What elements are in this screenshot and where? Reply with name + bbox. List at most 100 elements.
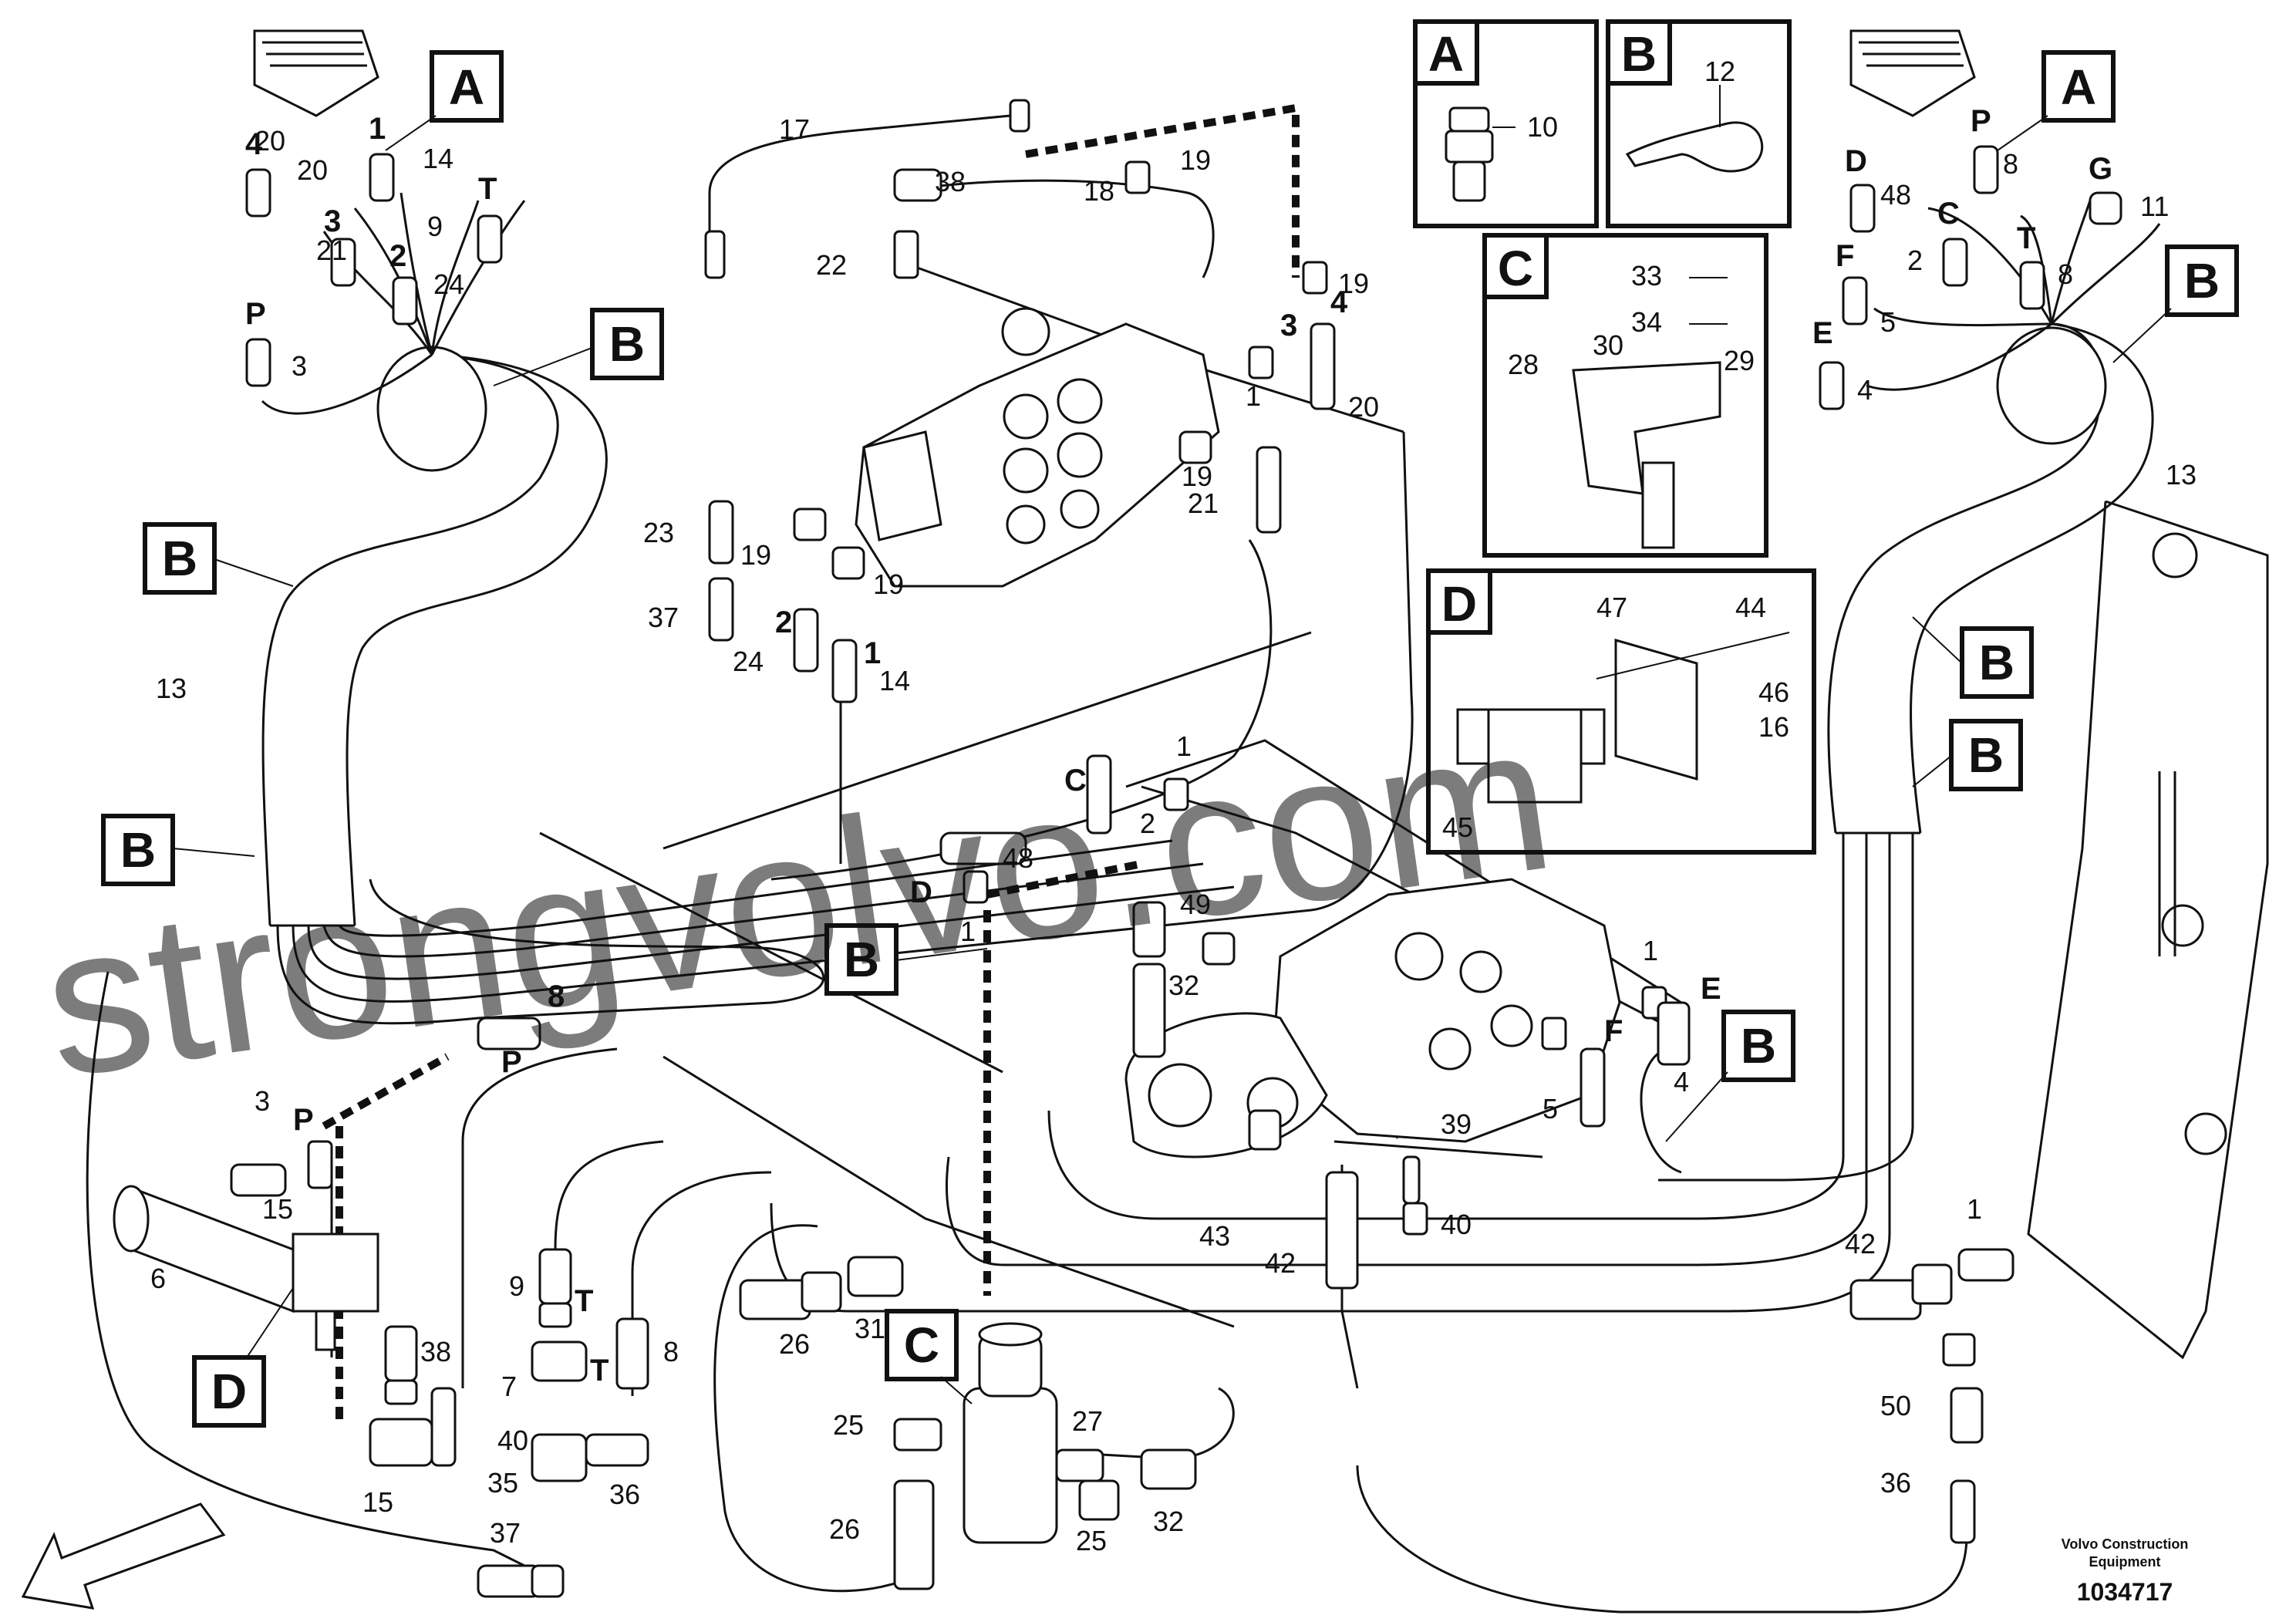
callout-1: 1 [1176,730,1192,762]
callout-4: 4 [1674,1066,1689,1098]
svg-text:2: 2 [775,605,792,639]
tag-b-4: B [844,932,879,987]
svg-text:C: C [1064,764,1087,798]
callout-24: 24 [433,268,464,300]
svg-text:D: D [910,875,932,909]
drawing-footer: Volvo Construction Equipment 1034717 [2062,1536,2189,1606]
callout-19: 19 [1338,268,1369,299]
tag-a-right: A [2061,59,2096,115]
right-hose-bundle [1827,322,2154,835]
svg-text:8: 8 [548,980,565,1013]
view-d-title: D [1441,576,1477,632]
callout-40: 40 [1441,1209,1472,1240]
view-b-title: B [1621,26,1657,82]
svg-text:D: D [1845,144,1867,178]
callout-26: 26 [829,1513,860,1545]
callout-13: 13 [2166,459,2197,491]
svg-text:E: E [1812,316,1833,350]
callout-32: 32 [1168,969,1199,1001]
svg-text:3: 3 [1280,309,1297,342]
callout-5: 5 [1542,1093,1558,1125]
callout-4: 4 [1857,374,1873,406]
joystick-right [1849,29,1976,117]
callout-8: 8 [2058,258,2073,290]
forward-direction-arrow [21,1502,226,1610]
callout-8: 8 [2003,148,2018,180]
callout-15: 15 [362,1486,393,1518]
reference-tags: A A B B B B B B B B C D [101,50,2239,1428]
callout-2: 2 [1907,244,1923,276]
callout-31: 31 [855,1313,885,1344]
callout-38: 38 [420,1336,451,1367]
svg-text:1: 1 [864,636,881,670]
callout-9: 9 [509,1270,524,1302]
detail-view-d: D 47 44 46 16 45 [1426,568,1816,855]
callout-35: 35 [487,1467,518,1499]
callout-1: 1 [1643,935,1658,966]
svg-text:T: T [2017,221,2035,255]
callout-46: 46 [1758,676,1789,708]
tag-b-8: B [1968,727,2004,783]
callout-16: 16 [1758,711,1789,743]
accumulator-valve [113,1185,379,1351]
view-a-title: A [1428,26,1464,82]
callout-7: 7 [501,1371,517,1402]
callout-33: 33 [1631,260,1662,292]
callout-25: 25 [833,1409,864,1441]
callout-43: 43 [1199,1220,1230,1252]
svg-text:1: 1 [369,112,386,146]
callout-25: 25 [1076,1525,1107,1556]
callout-13: 13 [156,673,187,704]
callout-26: 26 [779,1328,810,1360]
callout-32: 32 [1153,1506,1184,1537]
svg-text:P: P [293,1103,314,1137]
tag-c: C [904,1317,939,1373]
svg-text:C: C [1937,197,1960,231]
callout-22: 22 [816,249,847,281]
callout-19: 19 [1182,460,1212,492]
callout-36: 36 [1880,1467,1911,1499]
callout-1: 1 [1246,380,1261,412]
brand-line-1: Volvo Construction [2062,1536,2189,1552]
view-c-title: C [1498,241,1533,296]
svg-text:G: G [2089,152,2112,186]
svg-text:4: 4 [1330,285,1348,319]
callout-49: 49 [1180,889,1211,920]
callout-29: 29 [1724,345,1755,376]
callout-48: 48 [1003,842,1033,874]
tag-b-7: B [1979,635,2014,690]
boom-frame [2027,500,2269,1360]
svg-text:T: T [575,1284,593,1318]
svg-text:4: 4 [245,127,263,161]
callout-27: 27 [1072,1405,1103,1437]
callout-30: 30 [1593,329,1623,361]
tag-b-1: B [609,316,645,372]
svg-text:3: 3 [324,204,341,238]
callout-38: 38 [935,166,966,197]
callout-48: 48 [1880,179,1911,211]
callout-14: 14 [423,143,453,174]
tag-a-left: A [449,59,484,115]
port-markers: 1 2 3 4 P T D P C T G E F 3 4 2 1 C D E … [245,104,2112,1388]
callout-8: 8 [663,1336,679,1367]
detail-view-a: A 10 [1413,19,1599,228]
numbered-callouts: 20 20 14 21 24 9 3 13 17 18 38 19 19 19 … [150,113,2197,1556]
callout-14: 14 [879,665,910,696]
brand-line-2: Equipment [2089,1554,2161,1570]
callout-21: 21 [1188,487,1219,519]
callout-10: 10 [1527,111,1558,143]
callout-9: 9 [427,211,443,242]
callout-15: 15 [262,1193,293,1225]
callout-36: 36 [609,1479,640,1510]
svg-text:F: F [1604,1014,1623,1048]
svg-text:T: T [590,1354,609,1388]
callout-3: 3 [255,1085,270,1117]
callout-50: 50 [1880,1390,1911,1421]
svg-text:P: P [245,297,266,331]
tag-b-2: B [162,531,197,586]
callout-20: 20 [297,154,328,186]
callout-20: 20 [1348,391,1379,423]
callout-20: 20 [255,125,285,157]
svg-text:P: P [501,1045,522,1079]
